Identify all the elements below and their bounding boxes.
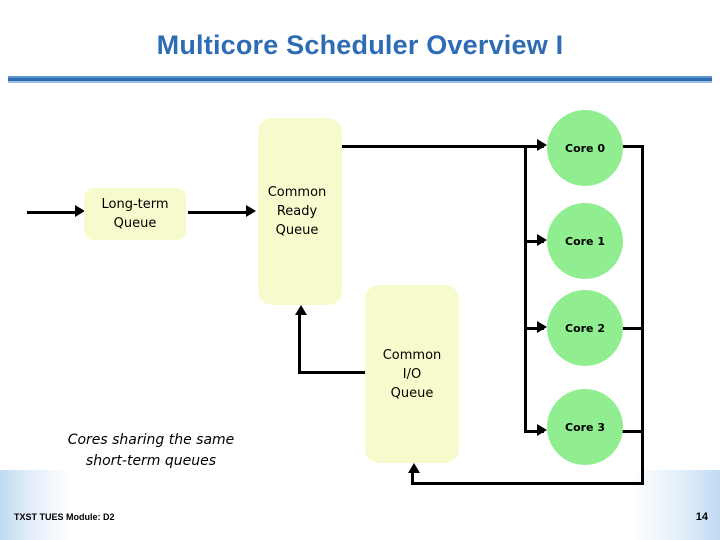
core-3-label: Core 3 [565,420,605,434]
core-0-circle[interactable]: Core 0 [547,110,623,186]
arrowhead-bus-to-core2 [537,321,547,333]
arrowhead-io-to-ready [295,305,307,315]
diagram-caption: Cores sharing the same short-term queues [38,430,264,472]
connector-io-to-ready-vertical [298,315,301,374]
arrowhead-bus-to-core3 [537,424,547,436]
connector-input-to-longterm [27,211,77,214]
connector-bus-to-core2 [524,327,544,330]
footer-page-number: 14 [695,511,708,523]
arrowhead-bus-to-core1 [537,234,547,246]
connector-core2-to-return-bus [620,327,644,330]
connector-core0-to-return-bus [620,145,644,148]
footer-module-text: TXST TUES Module: D2 [14,512,115,522]
connector-core3-to-return-bus [620,430,644,433]
page-title: Multicore Scheduler Overview I [156,30,564,60]
return-bus-vertical [641,145,644,485]
arrowhead-bus-to-core0 [537,139,547,151]
connector-bus-to-core1 [524,240,544,243]
core-2-circle[interactable]: Core 2 [547,290,623,366]
arrowhead-input-to-longterm [75,205,85,217]
footer-gradient-left [0,470,70,540]
footer-gradient-right [630,470,720,540]
core-2-label: Core 2 [565,321,605,335]
connector-bus-to-core0 [524,145,544,148]
connector-io-to-ready-horizontal [298,371,368,374]
caption-line-2: short-term queues [85,453,217,469]
arrowhead-longterm-to-ready [246,205,256,217]
connector-return-to-io-queue [411,472,414,485]
connector-bus-to-core3 [524,430,544,433]
dispatch-bus-vertical [524,145,527,433]
divider-line-bottom [8,81,712,83]
caption-line-1: Cores sharing the same [67,432,235,448]
core-3-circle[interactable]: Core 3 [547,389,623,465]
core-0-label: Core 0 [565,141,605,155]
title-divider [8,76,712,84]
connector-ready-to-dispatch-bus [342,145,527,148]
connector-longterm-to-ready [188,211,248,214]
divider-line-mid [8,78,712,81]
connector-return-bus-bottom [411,482,644,485]
core-1-label: Core 1 [565,234,605,248]
core-1-circle[interactable]: Core 1 [547,203,623,279]
arrowhead-return-to-io-queue [408,463,420,473]
divider-line-top [8,76,712,78]
